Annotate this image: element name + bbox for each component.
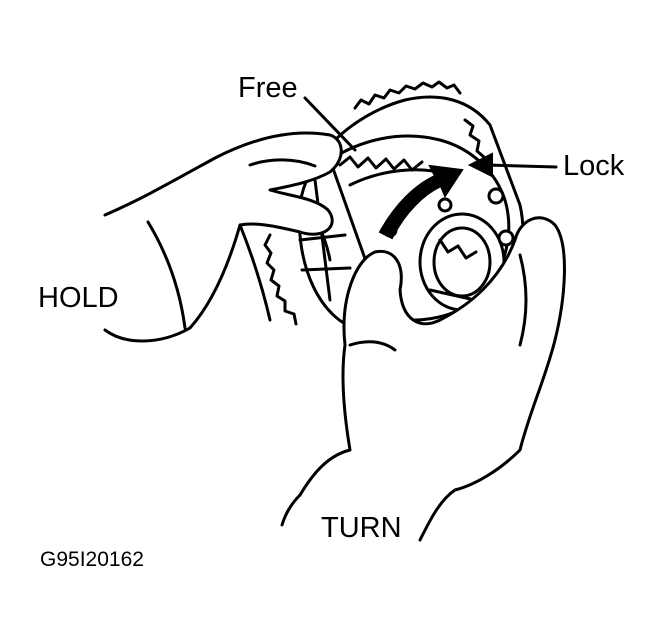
hold-label: HOLD — [38, 282, 119, 314]
left-hand — [103, 131, 343, 343]
right-hand — [280, 216, 566, 542]
lock-label: Lock — [563, 150, 625, 182]
free-leader — [303, 96, 357, 152]
turn-label: TURN — [321, 512, 402, 544]
lock-leader-arrow — [467, 152, 558, 178]
figure-code: G95I20162 — [40, 548, 144, 571]
free-label: Free — [238, 72, 298, 104]
rotation-arrow — [378, 164, 464, 240]
